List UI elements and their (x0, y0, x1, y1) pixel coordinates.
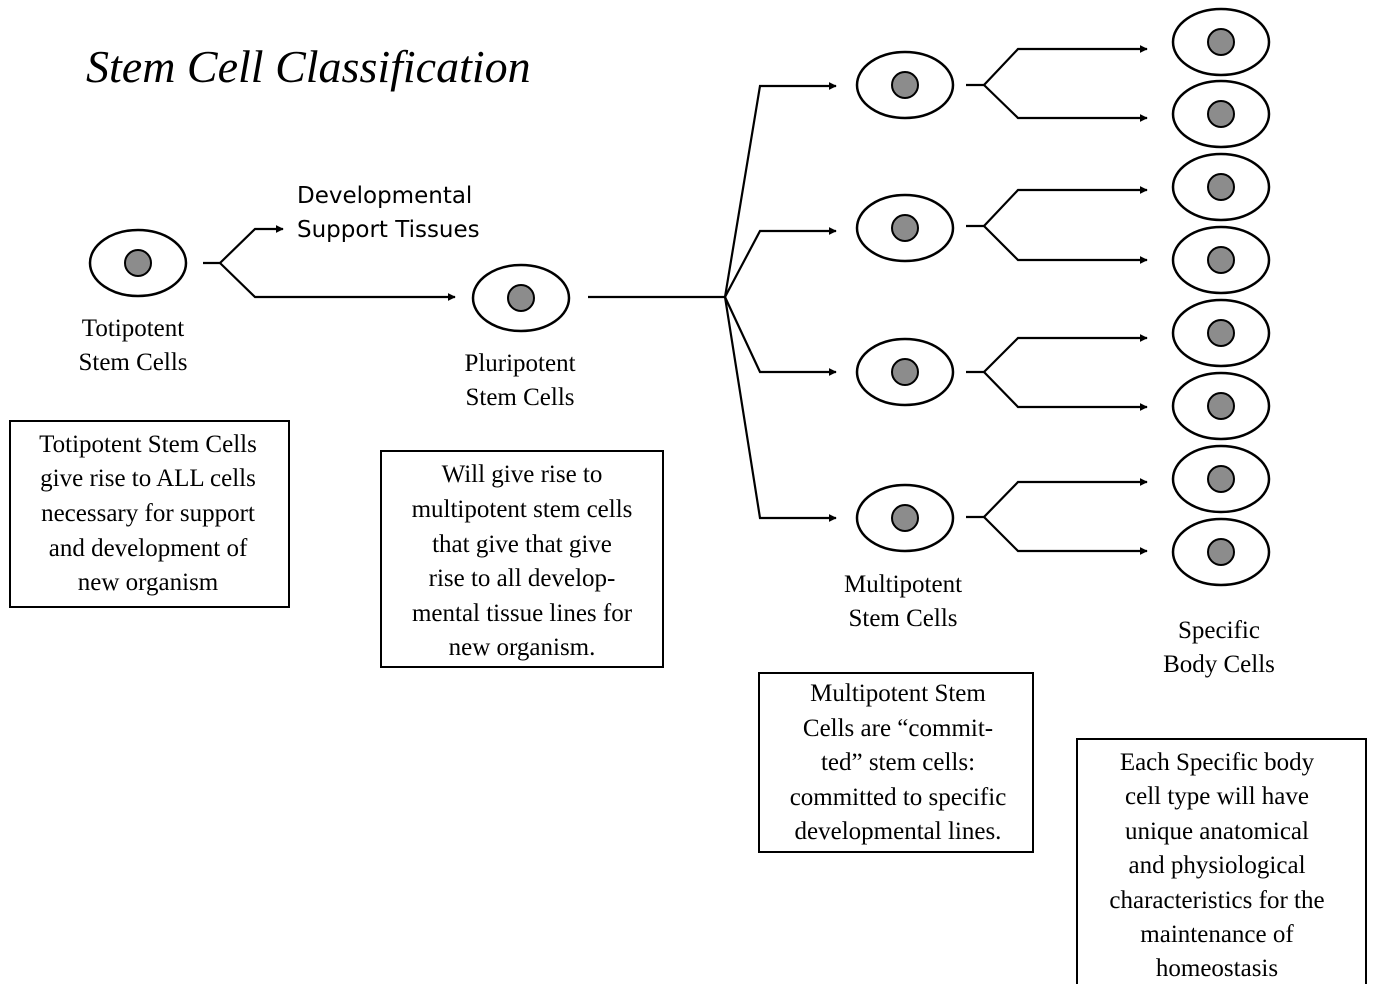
totipotent-cell-icon (88, 228, 188, 298)
specific-cell-icon (1171, 298, 1271, 368)
specific-description-line: Each Specific body (1120, 749, 1315, 776)
specific-label-line1: Specific (1178, 617, 1260, 644)
totipotent-description-box: Totipotent Stem Cells give rise to ALL c… (9, 420, 290, 608)
pluripotent-description-line: rise to all develop- (429, 565, 616, 592)
pluripotent-description-line: new organism. (449, 634, 596, 661)
diagram-title: Stem Cell Classification (86, 41, 531, 92)
arrow-to-specific-1 (983, 45, 1148, 86)
support-tissues-label-line1: Developmental (297, 183, 472, 209)
arrow-to-pluripotent (219, 262, 456, 301)
specific-cell-icon (1171, 225, 1271, 295)
multipotent-cell-icon (855, 483, 955, 553)
specific-description-line: maintenance of (1140, 921, 1294, 948)
pluripotent-description-line: Will give rise to (442, 461, 603, 488)
multipotent-description-line: developmental lines. (795, 818, 1002, 845)
arrow-to-specific-6 (983, 371, 1148, 411)
specific-cell-icon (1171, 152, 1271, 222)
specific-description-box: Each Specific body cell type will have u… (1076, 738, 1367, 984)
multipotent-description-line: Multipotent Stem (810, 680, 986, 707)
multipotent-description-line: Cells are “commit- (803, 715, 993, 742)
specific-cell-icon (1171, 79, 1271, 149)
specific-cell-icon (1171, 371, 1271, 441)
totipotent-description-line: new organism (78, 569, 219, 596)
arrow-to-multipotent-1 (723, 82, 837, 298)
arrow-to-multipotent-2 (724, 227, 837, 298)
specific-description-line: unique anatomical (1125, 818, 1309, 845)
specific-description-line: characteristics for the (1109, 887, 1324, 914)
pluripotent-description-line: mental tissue lines for (412, 600, 633, 627)
multipotent-cell-icon (855, 193, 955, 263)
specific-cell-icon (1171, 517, 1271, 587)
specific-cell-icon (1171, 444, 1271, 514)
arrow-to-multipotent-4 (723, 296, 837, 522)
arrow-to-specific-5 (983, 334, 1148, 373)
multipotent-cell-icon (855, 337, 955, 407)
arrow-to-specific-2 (983, 84, 1148, 122)
arrow-to-specific-3 (983, 186, 1148, 227)
arrow-to-specific-7 (983, 478, 1148, 518)
multipotent-description-box: Multipotent Stem Cells are “commit- ted”… (758, 672, 1034, 853)
multipotent-description-line: ted” stem cells: (821, 749, 975, 776)
totipotent-description-line: and development of (49, 535, 248, 562)
support-tissues-label-line2: Support Tissues (297, 217, 480, 243)
specific-label-line2: Body Cells (1163, 651, 1275, 678)
specific-description-line: and physiological (1128, 852, 1305, 879)
totipotent-description-line: necessary for support (41, 500, 255, 527)
pluripotent-label-line1: Pluripotent (464, 350, 575, 377)
pluripotent-description-line: multipotent stem cells (412, 496, 633, 523)
specific-cell-icon (1171, 7, 1271, 77)
pluripotent-description-line: that give that give (432, 531, 612, 558)
arrow-to-multipotent-3 (724, 296, 837, 376)
arrow-to-specific-4 (983, 225, 1148, 264)
arrow-to-specific-8 (983, 516, 1148, 555)
multipotent-label-line2: Stem Cells (848, 605, 957, 632)
multipotent-cell-icon (855, 50, 955, 120)
arrow-to-support-tissues (219, 225, 284, 264)
totipotent-label-line1: Totipotent (82, 315, 184, 342)
multipotent-label-line1: Multipotent (844, 571, 962, 598)
multipotent-description-line: committed to specific (790, 784, 1007, 811)
specific-description-line: homeostasis (1156, 955, 1278, 982)
totipotent-description-line: give rise to ALL cells (40, 465, 256, 492)
pluripotent-cell-icon (471, 263, 571, 333)
pluripotent-label-line2: Stem Cells (465, 384, 574, 411)
specific-description-line: cell type will have (1125, 783, 1309, 810)
totipotent-description-line: Totipotent Stem Cells (39, 431, 257, 458)
pluripotent-description-box: Will give rise to multipotent stem cells… (380, 450, 664, 668)
totipotent-label-line2: Stem Cells (78, 349, 187, 376)
